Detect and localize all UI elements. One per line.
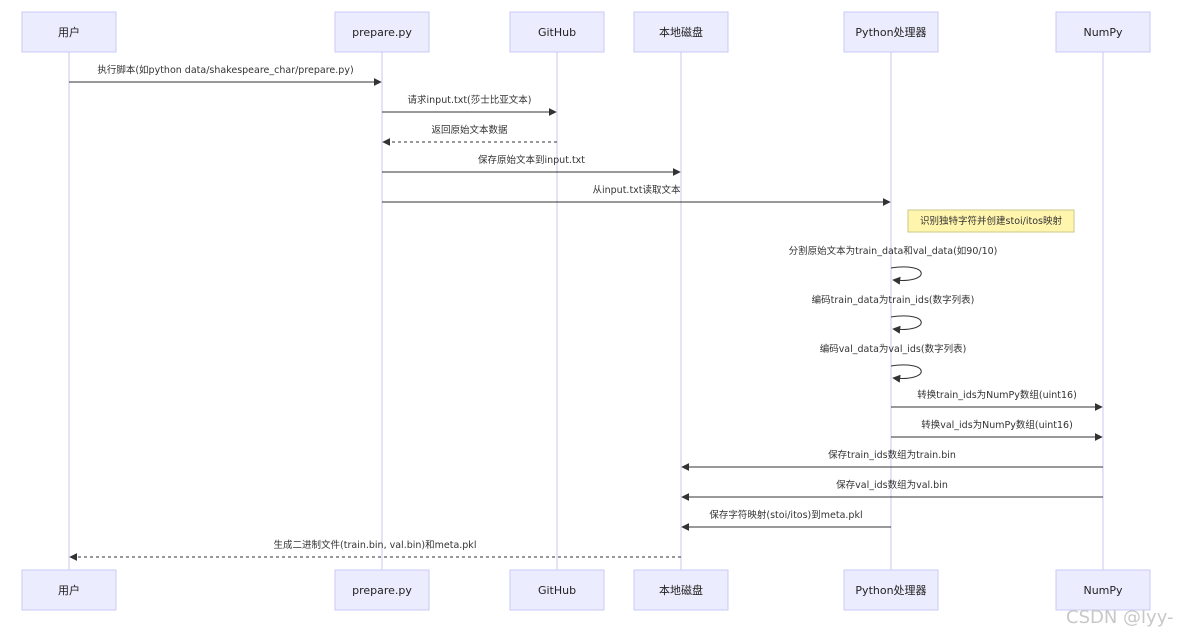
participant-prepare-top: prepare.py [334,11,430,53]
participant-box [1055,569,1151,611]
participant-label: prepare.py [352,584,412,597]
participant-numpy-bottom: NumPy [1055,569,1151,611]
participant-box [509,11,605,53]
participant-user-top: 用户 [21,11,117,53]
participant-box [843,11,939,53]
participant-box [843,569,939,611]
message-label: 执行脚本(如python data/shakespeare_char/prepa… [97,64,353,76]
participant-box [1055,11,1151,53]
participant-python-bottom: Python处理器 [843,569,939,611]
participant-box [509,569,605,611]
message-14: 保存字符映射(stoi/itos)到meta.pkl [681,509,891,531]
participant-box [21,569,117,611]
message-label: 编码val_data为val_ids(数字列表) [820,343,967,355]
self-message-arrow [890,266,922,285]
participant-label: 本地磁盘 [659,25,703,39]
participant-box [21,11,117,53]
participant-box [633,11,729,53]
message-13: 保存val_ids数组为val.bin [681,479,1103,501]
message-10: 转换train_ids为NumPy数组(uint16) [891,389,1103,411]
participant-box [334,569,430,611]
participant-label: 用户 [58,583,80,597]
message-label: 转换train_ids为NumPy数组(uint16) [917,389,1077,401]
note-box [907,209,1075,233]
participant-box [633,569,729,611]
message-8: 编码train_data为train_ids(数字列表) [812,294,975,334]
participant-label: NumPy [1083,26,1123,39]
participant-box [334,11,430,53]
message-2: 请求input.txt(莎士比亚文本) [382,94,557,116]
self-message-arrow [890,364,922,383]
message-12: 保存train_ids数组为train.bin [681,449,1103,471]
message-label: 返回原始文本数据 [431,124,508,136]
message-3: 返回原始文本数据 [382,124,557,146]
message-11: 转换val_ids为NumPy数组(uint16) [891,419,1103,441]
participant-label: GitHub [538,584,576,597]
participant-label: GitHub [538,26,576,39]
participant-prepare-bottom: prepare.py [334,569,430,611]
message-label: 请求input.txt(莎士比亚文本) [408,94,532,106]
note-text: 识别独特字符并创建stoi/itos映射 [920,215,1062,227]
message-label: 分割原始文本为train_data和val_data(如90/10) [789,245,998,257]
participant-label: 用户 [58,25,80,39]
participant-github-top: GitHub [509,11,605,53]
participant-label: NumPy [1083,584,1123,597]
participant-label: Python处理器 [855,584,926,597]
message-15: 生成二进制文件(train.bin, val.bin)和meta.pkl [69,539,681,561]
self-message-arrow [890,315,922,334]
watermark: CSDN @lyy- [1066,607,1174,628]
message-label: 保存val_ids数组为val.bin [836,479,948,491]
participant-disk-bottom: 本地磁盘 [633,569,729,611]
participant-python-top: Python处理器 [843,11,939,53]
participant-numpy-top: NumPy [1055,11,1151,53]
message-9: 编码val_data为val_ids(数字列表) [820,343,967,383]
message-label: 保存train_ids数组为train.bin [828,449,956,461]
participant-user-bottom: 用户 [21,569,117,611]
participant-label: prepare.py [352,26,412,39]
message-label: 保存原始文本到input.txt [478,154,585,166]
message-1: 执行脚本(如python data/shakespeare_char/prepa… [69,64,382,86]
message-4: 保存原始文本到input.txt [382,154,681,176]
message-5: 从input.txt读取文本 [382,184,891,206]
message-label: 转换val_ids为NumPy数组(uint16) [921,419,1073,431]
message-7: 分割原始文本为train_data和val_data(如90/10) [789,245,998,285]
message-label: 生成二进制文件(train.bin, val.bin)和meta.pkl [274,539,477,551]
participant-disk-top: 本地磁盘 [633,11,729,53]
message-label: 保存字符映射(stoi/itos)到meta.pkl [709,509,862,521]
message-label: 从input.txt读取文本 [592,184,681,196]
participant-github-bottom: GitHub [509,569,605,611]
participant-label: 本地磁盘 [659,583,703,597]
message-label: 编码train_data为train_ids(数字列表) [812,294,975,306]
participant-label: Python处理器 [855,26,926,39]
note: 识别独特字符并创建stoi/itos映射 [907,209,1075,233]
